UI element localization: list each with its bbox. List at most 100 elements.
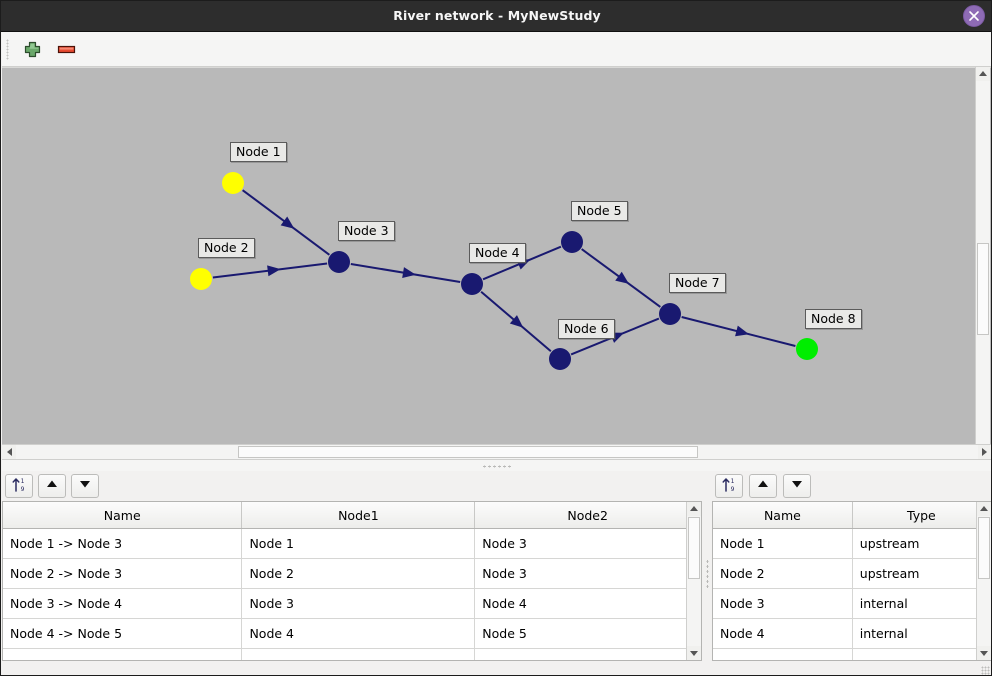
edge-arrow-icon — [402, 267, 416, 279]
reaches-table-row-empty[interactable] — [3, 648, 701, 660]
graph-node-label[interactable]: Node 1 — [230, 142, 287, 162]
reaches-move-down-button[interactable] — [71, 474, 99, 498]
edge-arrow-icon — [615, 271, 629, 284]
graph-node-label[interactable]: Node 6 — [558, 319, 615, 339]
reaches-table-cell[interactable]: Node 1 — [241, 528, 476, 559]
graph-node[interactable] — [190, 268, 212, 290]
nodes-table-cell[interactable]: internal — [852, 618, 991, 649]
close-icon[interactable] — [963, 5, 985, 27]
graph-node-label[interactable]: Node 5 — [571, 201, 628, 221]
reaches-table-cell[interactable]: Node 3 -> Node 4 — [3, 588, 243, 619]
graph-node[interactable] — [659, 303, 681, 325]
nodes-table-scrollbar[interactable] — [976, 502, 991, 660]
scroll-up-icon[interactable] — [976, 67, 990, 81]
node-layer — [190, 172, 818, 370]
canvas-vertical-scrollbar[interactable] — [975, 67, 990, 459]
scroll-down-icon[interactable] — [977, 646, 991, 660]
nodes-table-cell[interactable]: Node 3 — [713, 588, 853, 619]
reaches-table-cell[interactable]: Node 4 — [241, 618, 476, 649]
toolbar-grip[interactable] — [6, 39, 9, 60]
reaches-table-cell[interactable]: Node 4 -> Node 5 — [3, 618, 243, 649]
reaches-scroll-thumb[interactable] — [688, 517, 700, 579]
nodes-table-column-header[interactable]: Type — [852, 502, 991, 529]
river-network-canvas[interactable]: Node 1 Node 2 Node 3 Node 4 Node 5 Node 6 Node… — [2, 67, 991, 459]
graph-node[interactable] — [796, 338, 818, 360]
horizontal-splitter[interactable] — [2, 459, 991, 471]
nodes-table-cell[interactable]: Node 2 — [713, 558, 853, 589]
nodes-scroll-thumb[interactable] — [978, 517, 990, 579]
canvas-hscroll-thumb[interactable] — [238, 446, 698, 458]
nodes-move-up-button[interactable] — [749, 474, 777, 498]
scroll-right-icon[interactable] — [978, 445, 991, 459]
reaches-sort-button[interactable]: 1 9 — [5, 474, 33, 498]
graph-node[interactable] — [549, 348, 571, 370]
reaches-table-cell[interactable]: Node 5 — [474, 618, 701, 649]
splitter-grip — [706, 559, 709, 589]
scroll-up-icon[interactable] — [687, 502, 701, 516]
nodes-table-cell[interactable]: Node 4 — [713, 618, 853, 649]
graph-node-label[interactable]: Node 4 — [469, 243, 526, 263]
nodes-move-down-button[interactable] — [783, 474, 811, 498]
graph-node[interactable] — [328, 251, 350, 273]
graph-node[interactable] — [561, 231, 583, 253]
reaches-table-scrollbar[interactable] — [686, 502, 701, 660]
reaches-table-cell[interactable]: Node 2 — [241, 558, 476, 589]
reaches-table-cell[interactable]: Node 1 -> Node 3 — [3, 528, 243, 559]
reaches-table-cell[interactable]: Node 2 -> Node 3 — [3, 558, 243, 589]
add-plus-icon[interactable] — [20, 37, 45, 62]
reaches-table-cell[interactable]: Node 4 — [474, 588, 701, 619]
nodes-table-cell[interactable] — [852, 648, 991, 660]
canvas-vscroll-thumb[interactable] — [977, 243, 989, 335]
window-resize-grip[interactable] — [981, 666, 990, 675]
graph-node-label[interactable]: Node 2 — [198, 238, 255, 258]
nodes-table-cell[interactable]: upstream — [852, 558, 991, 589]
graph-node[interactable] — [461, 273, 483, 295]
reaches-table-cell[interactable]: Node 3 — [241, 588, 476, 619]
svg-text:1: 1 — [731, 478, 735, 485]
nodes-table-column-header[interactable]: Name — [713, 502, 853, 529]
reaches-table-cell[interactable]: Node 3 — [474, 528, 701, 559]
reaches-move-up-button[interactable] — [38, 474, 66, 498]
reaches-table-cell[interactable] — [474, 648, 701, 660]
graph-node-label[interactable]: Node 7 — [669, 273, 726, 293]
reaches-table-cell[interactable] — [3, 648, 243, 660]
nodes-table-cell[interactable]: Node 1 — [713, 528, 853, 559]
remove-minus-icon[interactable] — [54, 37, 79, 62]
graph-node[interactable] — [222, 172, 244, 194]
vertical-splitter[interactable] — [702, 471, 712, 675]
reaches-table-cell[interactable] — [241, 648, 476, 660]
main-toolbar — [2, 32, 991, 67]
graph-node-label[interactable]: Node 8 — [805, 309, 862, 329]
svg-text:1: 1 — [21, 478, 25, 485]
nodes-table-cell[interactable]: internal — [852, 588, 991, 619]
graph-node-label[interactable]: Node 3 — [338, 221, 395, 241]
edge-arrow-icon — [280, 216, 295, 229]
scroll-up-icon[interactable] — [977, 502, 991, 516]
reaches-table-column-header[interactable]: Node2 — [474, 502, 701, 529]
nodes-sort-button[interactable]: 1 9 — [715, 474, 743, 498]
canvas-horizontal-scrollbar[interactable] — [2, 444, 991, 459]
reaches-table-column-header[interactable]: Name — [3, 502, 243, 529]
nodes-table-row-empty[interactable] — [713, 648, 991, 660]
reaches-table-cell[interactable]: Node 3 — [474, 558, 701, 589]
nodes-table-cell[interactable]: upstream — [852, 528, 991, 559]
nodes-table-cell[interactable] — [713, 648, 853, 660]
scroll-down-icon[interactable] — [687, 646, 701, 660]
scroll-left-icon[interactable] — [2, 445, 16, 459]
reaches-table-column-header[interactable]: Node1 — [241, 502, 476, 529]
